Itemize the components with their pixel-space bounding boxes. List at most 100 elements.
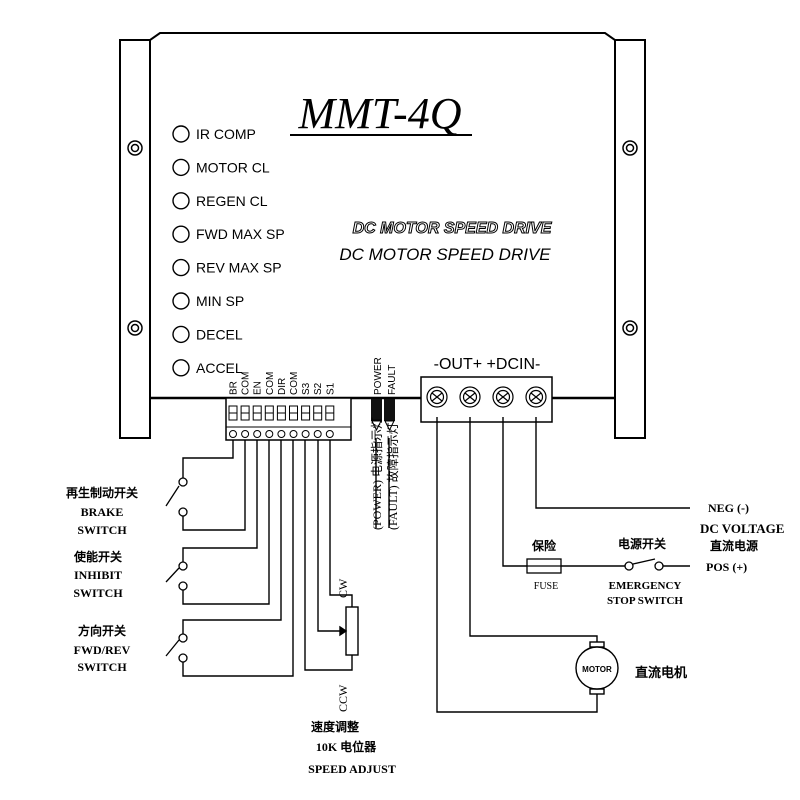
- svg-text:BRAKE: BRAKE: [81, 505, 124, 519]
- right-mounting-rail: [614, 39, 646, 439]
- control-terminal-block: [225, 397, 352, 441]
- power-terminal-block: [420, 376, 553, 423]
- led-labels: POWER FAULT: [373, 357, 398, 395]
- trim-pot-label: DECEL: [196, 326, 243, 342]
- trim-pot: IR COMP: [172, 125, 256, 143]
- trim-pot-icon: [172, 158, 190, 177]
- supply-voltage-cn-label: 直流电源: [710, 538, 758, 553]
- brake-switch-icon: [165, 477, 188, 517]
- terminal-screw-icon: [492, 386, 514, 408]
- power-terminal-header: -OUT+ +DCIN-: [434, 356, 541, 373]
- trim-pot: MOTOR CL: [172, 158, 270, 177]
- estop-label-line2: STOP SWITCH: [607, 595, 683, 607]
- direction-switch-label: 方向开关 FWD/REV SWITCH: [74, 623, 131, 674]
- svg-text:FWD/REV: FWD/REV: [74, 643, 131, 657]
- terminal-screw-icon: [240, 405, 250, 438]
- terminal-screw-icon: [459, 386, 481, 408]
- brake-switch-label: 再生制动开关 BRAKE SWITCH: [66, 485, 138, 537]
- terminal-screw-icon: [252, 405, 262, 438]
- motor-label-cn: 直流电机: [635, 665, 687, 680]
- trim-pot-list: IR COMP MOTOR CL REGEN CL FWD MAX SP REV MAX…: [172, 125, 285, 377]
- drive-body: [149, 32, 616, 399]
- trim-pot-label: ACCEL: [196, 360, 243, 376]
- trim-pot-icon: [172, 125, 190, 143]
- terminal-screw-icon: [426, 386, 448, 408]
- subtitle-text: DC MOTOR SPEED DRIVE: [339, 245, 551, 264]
- trim-pot-label: REV MAX SP: [196, 260, 282, 276]
- trim-pot: FWD MAX SP: [172, 225, 285, 243]
- fault-indicator-label: (FAULT) 故障指示灯: [385, 422, 400, 530]
- left-mounting-rail: [119, 39, 151, 439]
- svg-text:SWITCH: SWITCH: [77, 523, 127, 537]
- screw-icon: [127, 320, 143, 336]
- power-led-icon: [371, 399, 382, 421]
- mounting-screws: [127, 140, 638, 336]
- screw-icon: [622, 140, 638, 156]
- pot-label: 速度调整 10K 电位器 SPEED ADJUST: [308, 719, 396, 776]
- trim-pot-label: MOTOR CL: [196, 159, 270, 175]
- svg-text:速度调整: 速度调整: [311, 719, 359, 734]
- svg-text:方向开关: 方向开关: [78, 623, 126, 638]
- trim-pot-icon: [172, 292, 190, 310]
- svg-text:使能开关: 使能开关: [73, 549, 122, 564]
- svg-text:SWITCH: SWITCH: [73, 586, 123, 600]
- trim-pot-label: FWD MAX SP: [196, 226, 285, 242]
- potentiometer-icon: [339, 606, 359, 656]
- trim-pot-icon: [172, 325, 190, 344]
- fuse-label: FUSE: [534, 581, 558, 592]
- terminal-label: S3: [301, 382, 312, 395]
- terminal-label: EN: [253, 381, 264, 395]
- subtitle-outline-text: DC MOTOR SPEED DRIVE: [353, 220, 553, 237]
- terminal-label: COM: [241, 372, 252, 395]
- terminal-screw-icon: [325, 405, 335, 438]
- terminal-screw-icon: [289, 405, 298, 438]
- svg-text:再生制动开关: 再生制动开关: [66, 485, 138, 500]
- svg-text:SPEED ADJUST: SPEED ADJUST: [308, 762, 396, 776]
- screw-icon: [127, 140, 143, 156]
- motor-label: MOTOR: [582, 665, 612, 674]
- supply-voltage-label: DC VOLTAGE: [700, 521, 784, 536]
- estop-label-line1: EMERGENCY: [609, 580, 682, 592]
- terminal-screw-icon: [276, 405, 286, 438]
- pot-ccw-label: CCW: [336, 684, 350, 712]
- terminal-label: COM: [289, 372, 300, 395]
- terminal-label: S2: [313, 382, 324, 395]
- trim-pot: ACCEL: [172, 359, 243, 377]
- svg-text:SWITCH: SWITCH: [77, 660, 127, 674]
- model-title: MMT-4Q: [298, 89, 462, 138]
- led-label-fault: FAULT: [387, 365, 398, 395]
- fault-led-icon: [384, 399, 395, 421]
- trim-pot: MIN SP: [172, 292, 244, 310]
- trim-pot: REV MAX SP: [172, 258, 282, 277]
- fuse-icon: [526, 558, 562, 574]
- terminal-label: DIR: [277, 378, 288, 395]
- terminal-screw-icon: [228, 405, 238, 438]
- led-label-power: POWER: [373, 357, 384, 395]
- supply-pos-label: POS (+): [706, 560, 747, 574]
- led-indicators: [371, 399, 395, 432]
- power-indicator-label: (POWER) 电源指示灯: [369, 417, 384, 530]
- emergency-stop-switch-icon: [624, 558, 664, 571]
- trim-pot-label: MIN SP: [196, 293, 244, 309]
- direction-switch-icon: [165, 633, 188, 663]
- trim-pot: REGEN CL: [172, 192, 268, 210]
- svg-text:10K 电位器: 10K 电位器: [316, 739, 377, 754]
- trim-pot-label: REGEN CL: [196, 193, 268, 209]
- terminal-label: S1: [325, 382, 336, 395]
- wiring: [182, 417, 690, 713]
- trim-pot-icon: [172, 225, 190, 243]
- svg-text:INHIBIT: INHIBIT: [74, 568, 122, 582]
- terminal-screw-icon: [525, 386, 547, 408]
- inhibit-switch-icon: [165, 561, 188, 591]
- inhibit-switch-label: 使能开关 INHIBIT SWITCH: [73, 549, 123, 600]
- terminal-screw-icon: [313, 405, 323, 438]
- supply-neg-label: NEG (-): [708, 501, 749, 515]
- trim-pot-icon: [172, 359, 190, 377]
- terminal-label: COM: [265, 372, 276, 395]
- pot-cw-label: CW: [336, 578, 350, 598]
- trim-pot-label: IR COMP: [196, 126, 256, 142]
- fuse-label-cn: 保险: [531, 538, 557, 553]
